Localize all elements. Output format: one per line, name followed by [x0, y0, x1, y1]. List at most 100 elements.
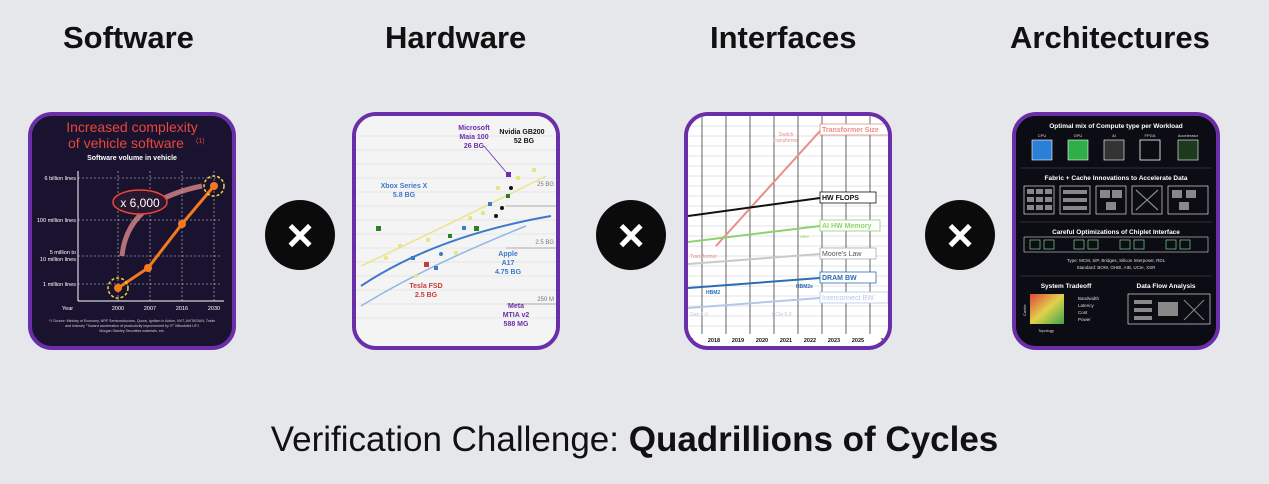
- arch-tradeoff-bottom: Topology: [1038, 328, 1054, 333]
- multiply-icon-1: ×: [265, 200, 335, 270]
- arch-fpga-icon: [1139, 139, 1161, 161]
- software-title-line2: of vehicle software: [68, 135, 184, 151]
- software-multiplier: x 6,000: [120, 196, 160, 210]
- heading-hardware: Hardware: [385, 20, 527, 55]
- software-footnote-line1: *1 Source: Ministry of Economy, NRF Semi…: [49, 319, 215, 323]
- software-point-2016: [178, 220, 186, 228]
- arch-tradeoff-3: Power: [1078, 317, 1091, 322]
- hardware-scale-1: 2.5 BG: [535, 240, 554, 246]
- interfaces-small-6: Gen 1.0: [690, 312, 708, 318]
- software-footnote-line3: Morgan Stanley Securities materials, etc…: [99, 329, 164, 333]
- arch-compute-3: FPGA: [1145, 133, 1156, 138]
- hardware-meta-line1: Meta: [508, 303, 524, 310]
- interfaces-small-7: HBM: [800, 234, 809, 239]
- interfaces-xlabel-1: 2018: [708, 338, 720, 344]
- software-title-sup: (1): [196, 138, 205, 145]
- hardware-xbox-line1: Xbox Series X: [381, 183, 428, 190]
- software-point-2000: [114, 284, 122, 292]
- hardware-tile: Microsoft Maia 100 26 BG Nvidia GB200 52…: [352, 112, 560, 350]
- caption-prefix: Verification Challenge:: [270, 420, 629, 459]
- arch-compute-0: CPU: [1038, 133, 1047, 138]
- interfaces-line-aihwmem: [688, 225, 821, 243]
- interfaces-line-drambw: [688, 277, 821, 289]
- arch-tradeoff-2: Cost: [1078, 310, 1088, 315]
- interfaces-xlabel-0: 17: [688, 338, 693, 344]
- interfaces-small-1: Transformer: [772, 138, 799, 144]
- hardware-xbox-line2: 5.8 BG: [393, 192, 416, 199]
- interfaces-xlabel-8: 1: [880, 338, 883, 344]
- multiply-icon-3: ×: [925, 200, 995, 270]
- arch-tradeoff-axis: Cache: [1022, 304, 1027, 316]
- software-xlabel-3: 2030: [208, 306, 220, 312]
- software-ylabel-4: 1 million lines: [43, 282, 76, 288]
- software-highlight-end: [203, 175, 225, 197]
- software-ylabel-0: 6 billion lines: [45, 176, 77, 182]
- hardware-apple-line2: A17: [502, 260, 515, 267]
- interfaces-small-3: HBM2: [706, 290, 720, 296]
- interfaces-label-3: Moore's Law: [822, 251, 862, 258]
- hardware-scale-2: 250 M: [537, 297, 554, 303]
- interfaces-line-interconnect: [688, 297, 821, 309]
- hardware-tesla-line2: 2.5 BG: [415, 292, 438, 299]
- interfaces-small-2: Transformer: [690, 254, 717, 260]
- hardware-apple-line3: 4.75 BG: [495, 269, 522, 276]
- software-point-2030: [210, 182, 218, 190]
- heading-architectures: Architectures: [1010, 20, 1210, 55]
- software-ylabel-2: 5 million to: [50, 250, 76, 256]
- software-point-2007: [144, 264, 152, 272]
- interfaces-xlabel-6: 2023: [828, 338, 840, 344]
- hardware-scale-0: 25 BG: [537, 182, 554, 188]
- interfaces-xlabel-4: 2021: [780, 338, 792, 344]
- software-footnote-line2: and Industry "Toward acceleration of pro…: [65, 324, 199, 328]
- arch-compute-2: AI: [1112, 133, 1116, 138]
- software-title-line1: Increased complexity: [66, 119, 198, 135]
- hardware-nvidia-line1: Nvidia GB200: [499, 129, 544, 136]
- software-growth-line: [117, 185, 216, 290]
- hardware-meta-line2: MTIA v2: [503, 312, 530, 319]
- software-xlabel-2: 2016: [176, 306, 188, 312]
- interfaces-label-5: Interconnect BW: [822, 295, 874, 302]
- arch-dataflow-box: [1127, 293, 1211, 325]
- architectures-diagram: Optimal mix of Compute type per Workload…: [1016, 116, 1216, 346]
- arch-section1-title: Optimal mix of Compute type per Workload: [1049, 123, 1183, 130]
- arch-section3-title: Careful Optimizations of Chiplet Interfa…: [1052, 229, 1180, 236]
- hardware-trend-blue: [360, 215, 552, 287]
- interfaces-xlabel-3: 2020: [756, 338, 768, 344]
- interfaces-label-0: Transformer Size: [822, 127, 879, 134]
- arch-interface-line1: Type: MCM, SiP, Bridges, Silicon Interpo…: [1067, 258, 1166, 263]
- software-xlabel-0: 2000: [112, 306, 124, 312]
- interfaces-small-0: Switch: [779, 132, 794, 138]
- arch-tradeoff-heatmap: [1030, 294, 1064, 324]
- architectures-tile: Optimal mix of Compute type per Workload…: [1012, 112, 1220, 350]
- arch-compute-1: GPU: [1074, 133, 1083, 138]
- arch-tradeoff-1: Latency: [1078, 303, 1095, 308]
- software-subtitle: Software volume in vehicle: [87, 155, 177, 162]
- interfaces-line-transformer: [715, 130, 821, 247]
- hardware-apple-line1: Apple: [498, 251, 518, 258]
- interfaces-tile: Transformer Size HW FLOPS AI HW Memory M…: [684, 112, 892, 350]
- hardware-nvidia-line2: 52 BG: [514, 138, 535, 145]
- hardware-meta-line3: 588 MG: [504, 321, 529, 328]
- arch-section4-title: System Tradeoff: [1041, 283, 1092, 290]
- software-tile: Increased complexity of vehicle software…: [28, 112, 236, 350]
- interfaces-xlabel-7: 2025: [852, 338, 864, 344]
- arch-ai-icon: [1103, 139, 1125, 161]
- arch-compute-4: Accelerator: [1178, 133, 1199, 138]
- software-xaxis-label: Year: [62, 306, 73, 312]
- bottom-caption: Verification Challenge: Quadrillions of …: [0, 420, 1269, 460]
- software-multiplier-bubble: [112, 189, 168, 215]
- software-chart: Increased complexity of vehicle software…: [32, 116, 232, 346]
- interfaces-line-hwflops: [688, 197, 821, 217]
- heading-software: Software: [63, 20, 194, 55]
- caption-emphasis: Quadrillions of Cycles: [628, 420, 999, 459]
- multiply-icon-2: ×: [596, 200, 666, 270]
- arch-accelerator-icon: [1177, 139, 1199, 161]
- hardware-microsoft-line2: Maia 100: [459, 134, 488, 141]
- hardware-tesla-line1: Tesla FSD: [409, 283, 442, 290]
- interfaces-label-4: DRAM BW: [822, 275, 857, 282]
- heading-interfaces: Interfaces: [710, 20, 857, 55]
- software-ylabel-1: 100 million lines: [37, 218, 76, 224]
- interfaces-label-2: AI HW Memory: [822, 223, 872, 230]
- software-xlabel-1: 2007: [144, 306, 156, 312]
- interfaces-xlabel-5: 2022: [804, 338, 816, 344]
